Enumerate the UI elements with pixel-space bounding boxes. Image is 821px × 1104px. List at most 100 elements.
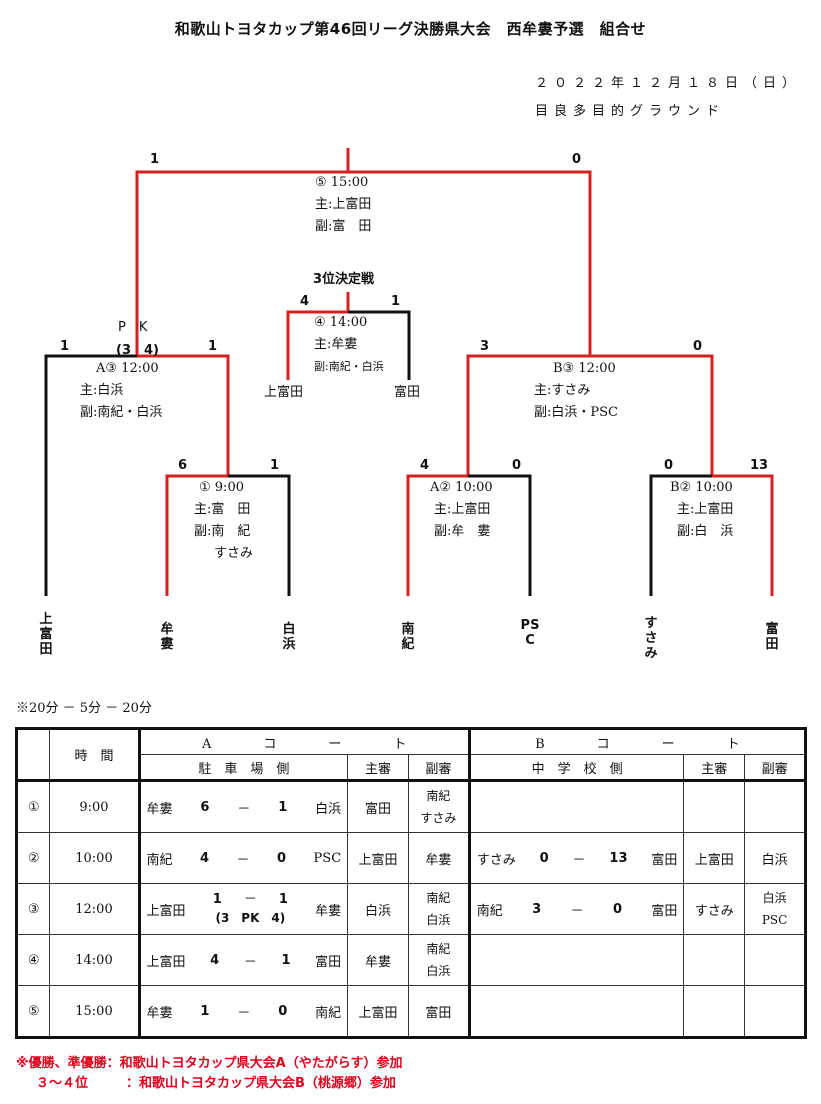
page-title: 和歌山トヨタカップ第46回リーグ決勝県大会 西牟婁予選 組合せ xyxy=(174,20,647,38)
match-date: ２０２２年１２月１８日（日） xyxy=(535,76,802,91)
a-home-score: 4 xyxy=(210,952,220,968)
team-kamitonda: 上富田 xyxy=(39,612,53,657)
b2-label: B② 10:00 xyxy=(670,480,733,495)
a3-pk-label: P K xyxy=(118,320,148,335)
b2-left-branch xyxy=(649,474,712,596)
final-score-right: 0 xyxy=(572,152,582,167)
results-table: 時 間 A コ ー ト B コ ー ト 駐 車 場 側 主審 副審 中 学 校 … xyxy=(15,727,807,1039)
b-court-header: B コ ー ト xyxy=(467,728,807,755)
b-home: 南紀 xyxy=(476,903,503,919)
b2-right-branch xyxy=(712,474,774,596)
b3-left-branch xyxy=(466,354,590,476)
third-place-heading: 3位決定戦 xyxy=(313,272,375,287)
b-sub-ref: 白浜 xyxy=(744,832,806,884)
a-home-score: 4 xyxy=(200,850,210,866)
a-away: 白浜 xyxy=(315,801,342,817)
a-sub-ref-1: 南紀 xyxy=(426,942,451,956)
a-home-score: 6 xyxy=(200,799,210,815)
b-sub-ref xyxy=(744,780,806,833)
row-no: ④ xyxy=(15,934,51,986)
m1-score-left: 6 xyxy=(178,458,188,473)
a-match: 牟婁 1 － 0 南紀 xyxy=(137,985,349,1038)
venue: 目良多目的グラウンド xyxy=(535,104,726,119)
team-psc: PSC xyxy=(520,618,540,648)
b-away-score: 13 xyxy=(609,850,628,866)
row-no: ③ xyxy=(15,883,51,935)
b3-sub-ref: 副:白浜・PSC xyxy=(534,405,618,420)
b-main-ref-header: 主審 xyxy=(683,754,746,782)
m1-label: ① 9:00 xyxy=(199,480,244,495)
third-label: ④ 14:00 xyxy=(314,315,368,330)
a-main-ref: 上富田 xyxy=(347,832,409,884)
a-away-score: 1 xyxy=(281,952,291,968)
dash: － xyxy=(237,801,251,817)
b-match xyxy=(467,934,685,986)
dash: － xyxy=(236,852,250,868)
b2-score-right: 13 xyxy=(750,458,769,473)
b-match: すさみ 0 － 13 富田 xyxy=(467,832,685,884)
dash: － xyxy=(243,892,257,907)
third-right-branch xyxy=(348,310,411,380)
a-score-block: 1 － 1 (3 PK 4) xyxy=(213,891,288,927)
a-pk-score: (3 PK 4) xyxy=(215,911,286,925)
a3-label: A③ 12:00 xyxy=(96,361,159,376)
a-main-ref-header: 主審 xyxy=(347,754,409,782)
a3-main-ref: 主:白浜 xyxy=(80,383,124,398)
b3-right-branch xyxy=(590,354,714,476)
a2-score-right: 0 xyxy=(512,458,522,473)
table-row: ④ 14:00 上富田 4 － 1 富田 牟婁 南紀 白浜 xyxy=(15,934,806,986)
b-main-ref: 上富田 xyxy=(683,832,746,884)
col-no-header xyxy=(15,728,51,782)
a-main-ref: 富田 xyxy=(347,780,409,833)
a2-main-ref: 主:上富田 xyxy=(434,502,491,517)
third-info: ④ 14:00 主:牟婁 副:南紀・白浜 xyxy=(314,312,384,378)
table-row: ① 9:00 牟婁 6 － 1 白浜 富田 南紀 すさみ xyxy=(15,780,806,833)
b-main-ref xyxy=(683,985,746,1038)
dash: － xyxy=(237,1005,251,1021)
b2-score-left: 0 xyxy=(664,458,674,473)
b2-main-ref: 主:上富田 xyxy=(677,502,734,517)
b-match xyxy=(467,985,685,1038)
b3-main-ref: 主:すさみ xyxy=(534,383,591,398)
a-sub-ref: 南紀 白浜 xyxy=(407,883,470,935)
a-home: 南紀 xyxy=(146,852,173,868)
a-sub-ref: 牟婁 xyxy=(407,832,470,884)
final-main-ref: 主:上富田 xyxy=(315,197,372,212)
final-sub-ref: 副:富 田 xyxy=(315,219,372,234)
a-away: 牟婁 xyxy=(315,903,342,919)
a-away-score: 0 xyxy=(277,850,287,866)
b-away: 富田 xyxy=(651,852,678,868)
a-home: 牟婁 xyxy=(146,801,173,817)
b-main-ref: すさみ xyxy=(683,883,746,935)
a-sub-ref-1: 南紀 xyxy=(426,789,451,803)
team-susami: すさみ xyxy=(644,616,658,661)
footer-line-1: ※優勝、準優勝：和歌山トヨタカップ県大会A（やたがらす）参加 xyxy=(16,1056,403,1071)
a-sub-ref: 南紀 白浜 xyxy=(407,934,470,986)
row-no: ⑤ xyxy=(15,985,51,1038)
a-away: PSC xyxy=(313,850,342,866)
b-away-score: 0 xyxy=(612,901,623,917)
third-team-left: 上富田 xyxy=(264,385,304,400)
a3-score-right: 1 xyxy=(208,339,218,354)
b-sub-ref-2: PSC xyxy=(761,913,788,927)
m1-score-right: 1 xyxy=(270,458,280,473)
footer-line-2-text: ：和歌山トヨタカップ県大会B（桃源郷）参加 xyxy=(126,1076,396,1091)
a-sub-ref-2: 白浜 xyxy=(426,964,451,978)
table-row: ② 10:00 南紀 4 － 0 PSC 上富田 牟婁 すさみ 0 － 13 富… xyxy=(15,832,806,884)
m1-sub-ref-2: すさみ xyxy=(214,546,254,561)
final-info: ⑤ 15:00 主:上富田 副:富 田 xyxy=(315,172,371,238)
dash: － xyxy=(572,852,586,868)
row-time: 10:00 xyxy=(49,832,140,884)
a-sub-ref-2: 白浜 xyxy=(426,913,451,927)
b-sub-ref xyxy=(744,934,806,986)
a2-sub-ref: 副:牟 婁 xyxy=(434,524,491,539)
third-left-branch xyxy=(286,310,348,380)
b-sub-ref-1: 白浜 xyxy=(762,891,787,905)
a-sub-ref: 南紀 すさみ xyxy=(407,780,470,833)
a-match: 上富田 4 － 1 富田 xyxy=(137,934,349,986)
dash: － xyxy=(243,954,257,970)
format-note: ※20分 － 5分 － 20分 xyxy=(16,701,152,716)
a-away-score: 1 xyxy=(278,799,288,815)
final-right-branch xyxy=(348,170,592,356)
a-score-line: 1 － 1 xyxy=(213,891,288,909)
